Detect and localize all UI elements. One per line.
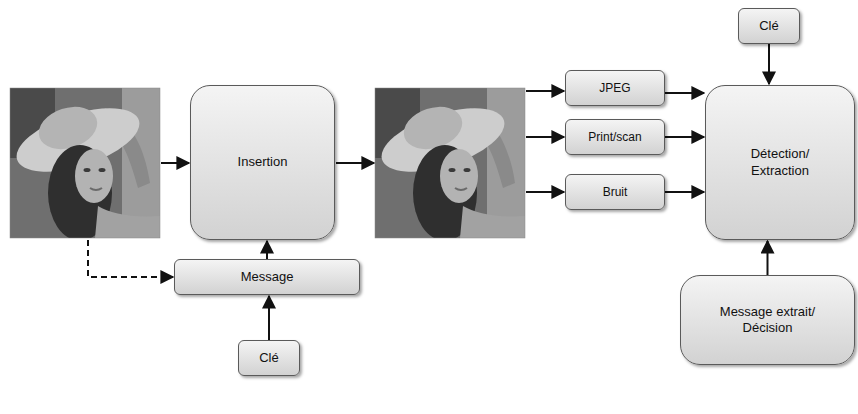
watermarked-image <box>374 88 525 241</box>
host-image <box>9 88 160 241</box>
flow-arrow <box>526 191 564 193</box>
input-box: Clé <box>738 8 800 44</box>
flow-arrow <box>665 136 704 138</box>
flow-arrow <box>266 241 268 259</box>
box-label: Détection/ Extraction <box>730 146 830 179</box>
box-label: JPEG <box>599 81 630 96</box>
flow-arrow <box>268 296 270 340</box>
box-label: Message <box>241 269 294 285</box>
flow-arrow <box>526 90 564 92</box>
box-label: Bruit <box>603 185 628 200</box>
dashed-arrow <box>88 240 173 277</box>
process-box: Message extrait/ Décision <box>680 275 855 365</box>
flow-arrow <box>161 162 189 164</box>
box-label: Insertion <box>238 154 288 170</box>
flow-arrow <box>665 92 704 94</box>
input-box: Message <box>174 259 360 295</box>
input-box: Bruit <box>565 174 665 210</box>
image-frame <box>10 88 160 238</box>
box-label: Print/scan <box>588 130 641 145</box>
flow-arrow <box>526 136 564 138</box>
input-box: Print/scan <box>565 119 665 155</box>
box-label: Message extrait/ Décision <box>708 304 828 337</box>
image-frame <box>375 88 525 238</box>
box-label: Clé <box>259 350 279 366</box>
flow-arrow <box>336 162 374 164</box>
process-box: Insertion <box>190 85 335 240</box>
box-label: Clé <box>759 18 779 34</box>
flow-arrow <box>767 241 769 275</box>
input-box: JPEG <box>565 70 665 106</box>
process-box: Détection/ Extraction <box>705 85 855 240</box>
flow-arrow <box>768 44 770 84</box>
flow-arrow <box>665 191 704 193</box>
input-box: Clé <box>238 340 300 376</box>
